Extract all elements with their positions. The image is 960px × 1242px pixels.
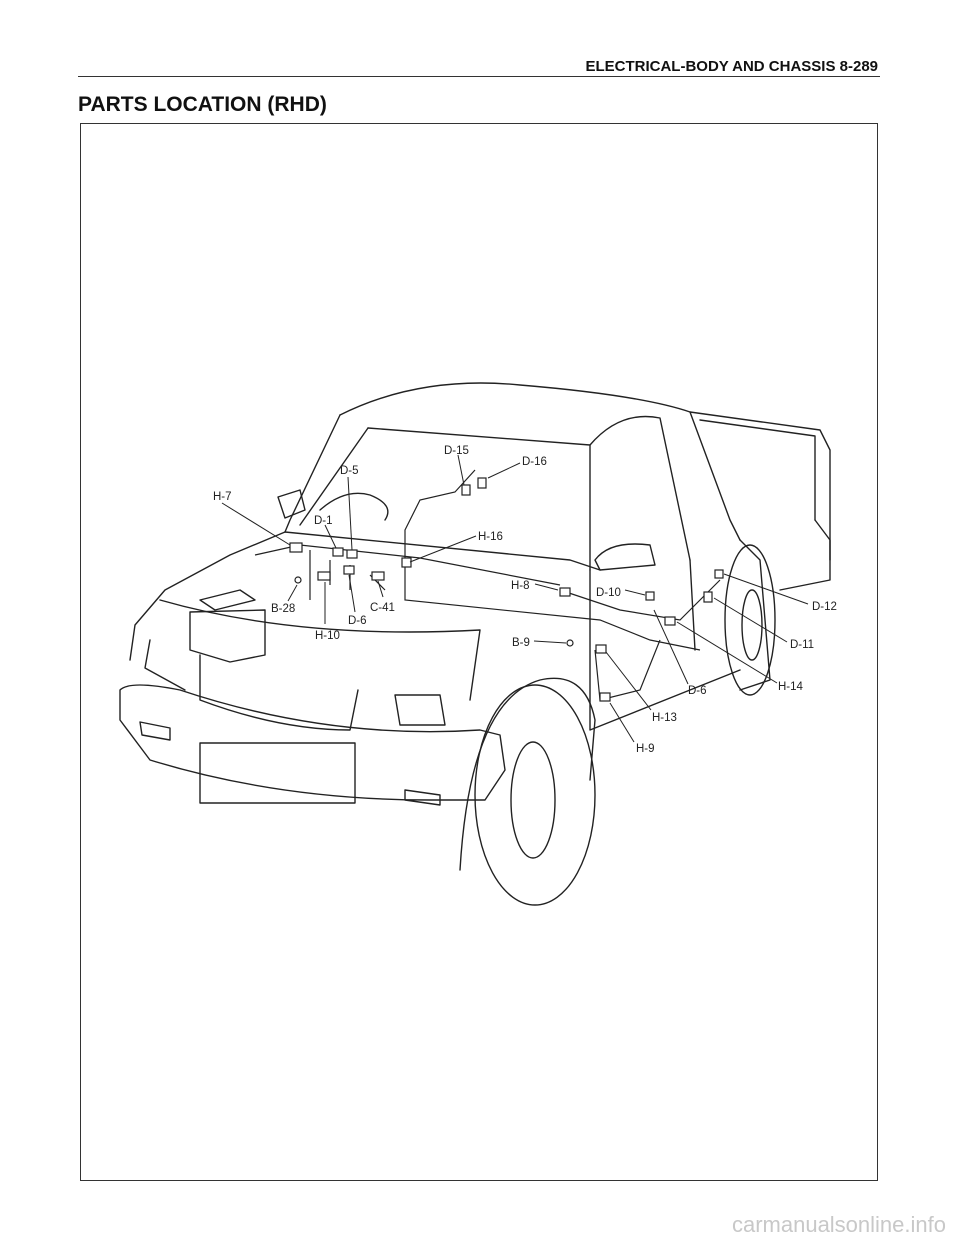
connector-d5 bbox=[346, 549, 358, 559]
label-b28: B-28 bbox=[271, 603, 295, 615]
label-d10: D-10 bbox=[596, 587, 621, 599]
truck-outline bbox=[119, 382, 831, 906]
label-d1: D-1 bbox=[314, 515, 333, 527]
connector-h14 bbox=[664, 616, 676, 626]
header-rule bbox=[78, 76, 880, 77]
diagram-frame bbox=[80, 123, 878, 1181]
label-h10: H-10 bbox=[315, 630, 340, 642]
label-h13: H-13 bbox=[652, 712, 677, 724]
connector-d16 bbox=[477, 477, 487, 489]
leader-lines bbox=[221, 454, 809, 743]
connector-c41 bbox=[371, 571, 385, 581]
connector-h8 bbox=[559, 587, 571, 597]
label-d16: D-16 bbox=[522, 456, 547, 468]
label-d15: D-15 bbox=[444, 445, 469, 457]
connector-h16 bbox=[401, 557, 412, 568]
connector-h7 bbox=[289, 542, 303, 553]
connector-d6 bbox=[343, 565, 355, 575]
label-c41: C-41 bbox=[370, 602, 395, 614]
label-d6-left: D-6 bbox=[348, 615, 367, 627]
connector-d11 bbox=[703, 591, 713, 603]
connector-h13 bbox=[595, 644, 607, 654]
page-header: ELECTRICAL-BODY AND CHASSIS 8-289 bbox=[585, 58, 878, 75]
connector-d12 bbox=[714, 569, 724, 579]
label-d12: D-12 bbox=[812, 601, 837, 613]
label-h16: H-16 bbox=[478, 531, 503, 543]
connector-d15 bbox=[461, 484, 471, 496]
label-h9: H-9 bbox=[636, 743, 655, 755]
ground-b9 bbox=[566, 639, 574, 647]
page-title: PARTS LOCATION (RHD) bbox=[78, 93, 327, 116]
connector-d1 bbox=[332, 547, 344, 557]
label-b9: B-9 bbox=[512, 637, 530, 649]
label-h14: H-14 bbox=[778, 681, 804, 693]
label-h8: H-8 bbox=[511, 580, 530, 592]
label-d5: D-5 bbox=[340, 465, 359, 477]
label-d6-right: D-6 bbox=[688, 685, 707, 697]
connector-h10 bbox=[317, 571, 331, 581]
connector-h9 bbox=[599, 692, 611, 702]
label-h7: H-7 bbox=[213, 491, 232, 503]
watermark: carmanualsonline.info bbox=[731, 1212, 946, 1237]
label-d11: D-11 bbox=[790, 639, 814, 651]
connector-d10 bbox=[645, 591, 655, 601]
ground-b28 bbox=[294, 576, 302, 584]
connectors bbox=[289, 477, 724, 702]
